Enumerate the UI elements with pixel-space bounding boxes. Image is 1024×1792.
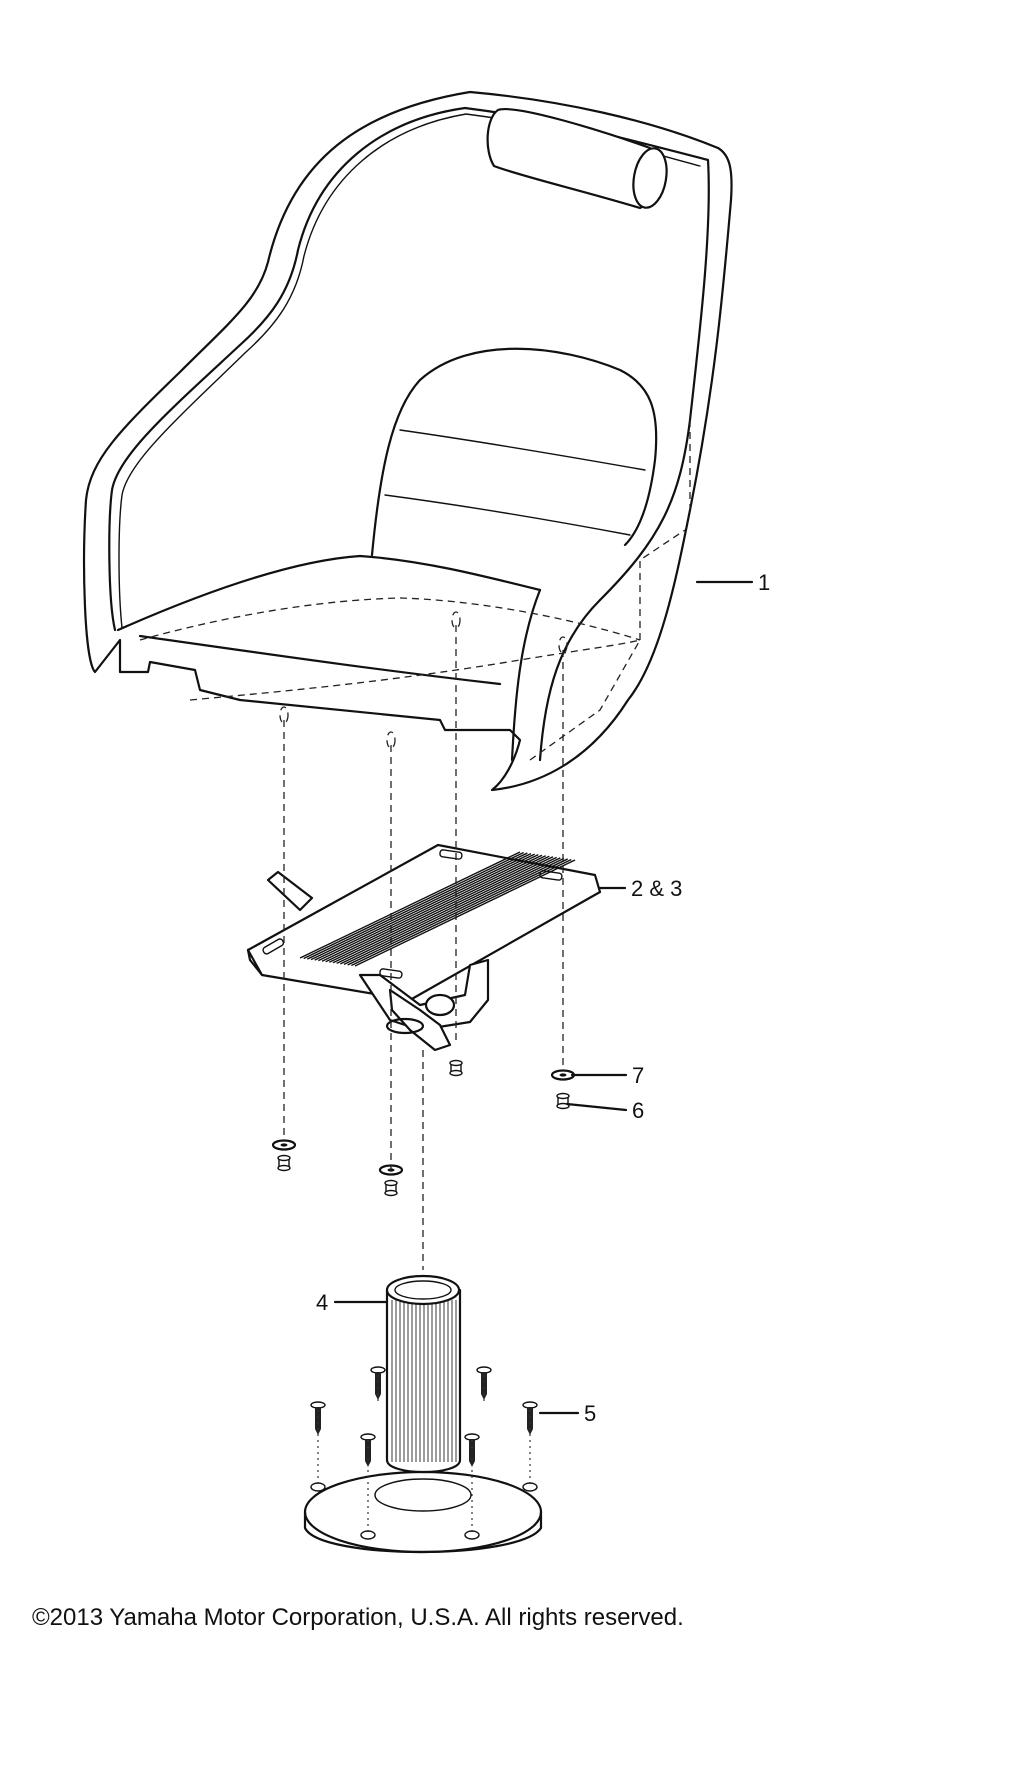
- plate-ribs: [299, 851, 576, 967]
- callout-7: 7: [632, 1063, 644, 1088]
- leader-lines: [333, 580, 754, 1415]
- fasteners: [271, 1059, 576, 1467]
- callout-4: 4: [316, 1290, 328, 1315]
- copyright-notice: ©2013 Yamaha Motor Corporation, U.S.A. A…: [32, 1604, 684, 1631]
- pedestal-post: [303, 1274, 543, 1554]
- callout-5: 5: [584, 1401, 596, 1426]
- callout-6: 6: [632, 1098, 644, 1123]
- callout-1: 1: [758, 570, 770, 595]
- alignment-lines: [283, 625, 564, 1535]
- post-flutes: [391, 1300, 457, 1462]
- slide-mount-plate: [246, 843, 602, 1052]
- seat-shell: [83, 90, 733, 792]
- callout-2-3: 2 & 3: [631, 876, 682, 901]
